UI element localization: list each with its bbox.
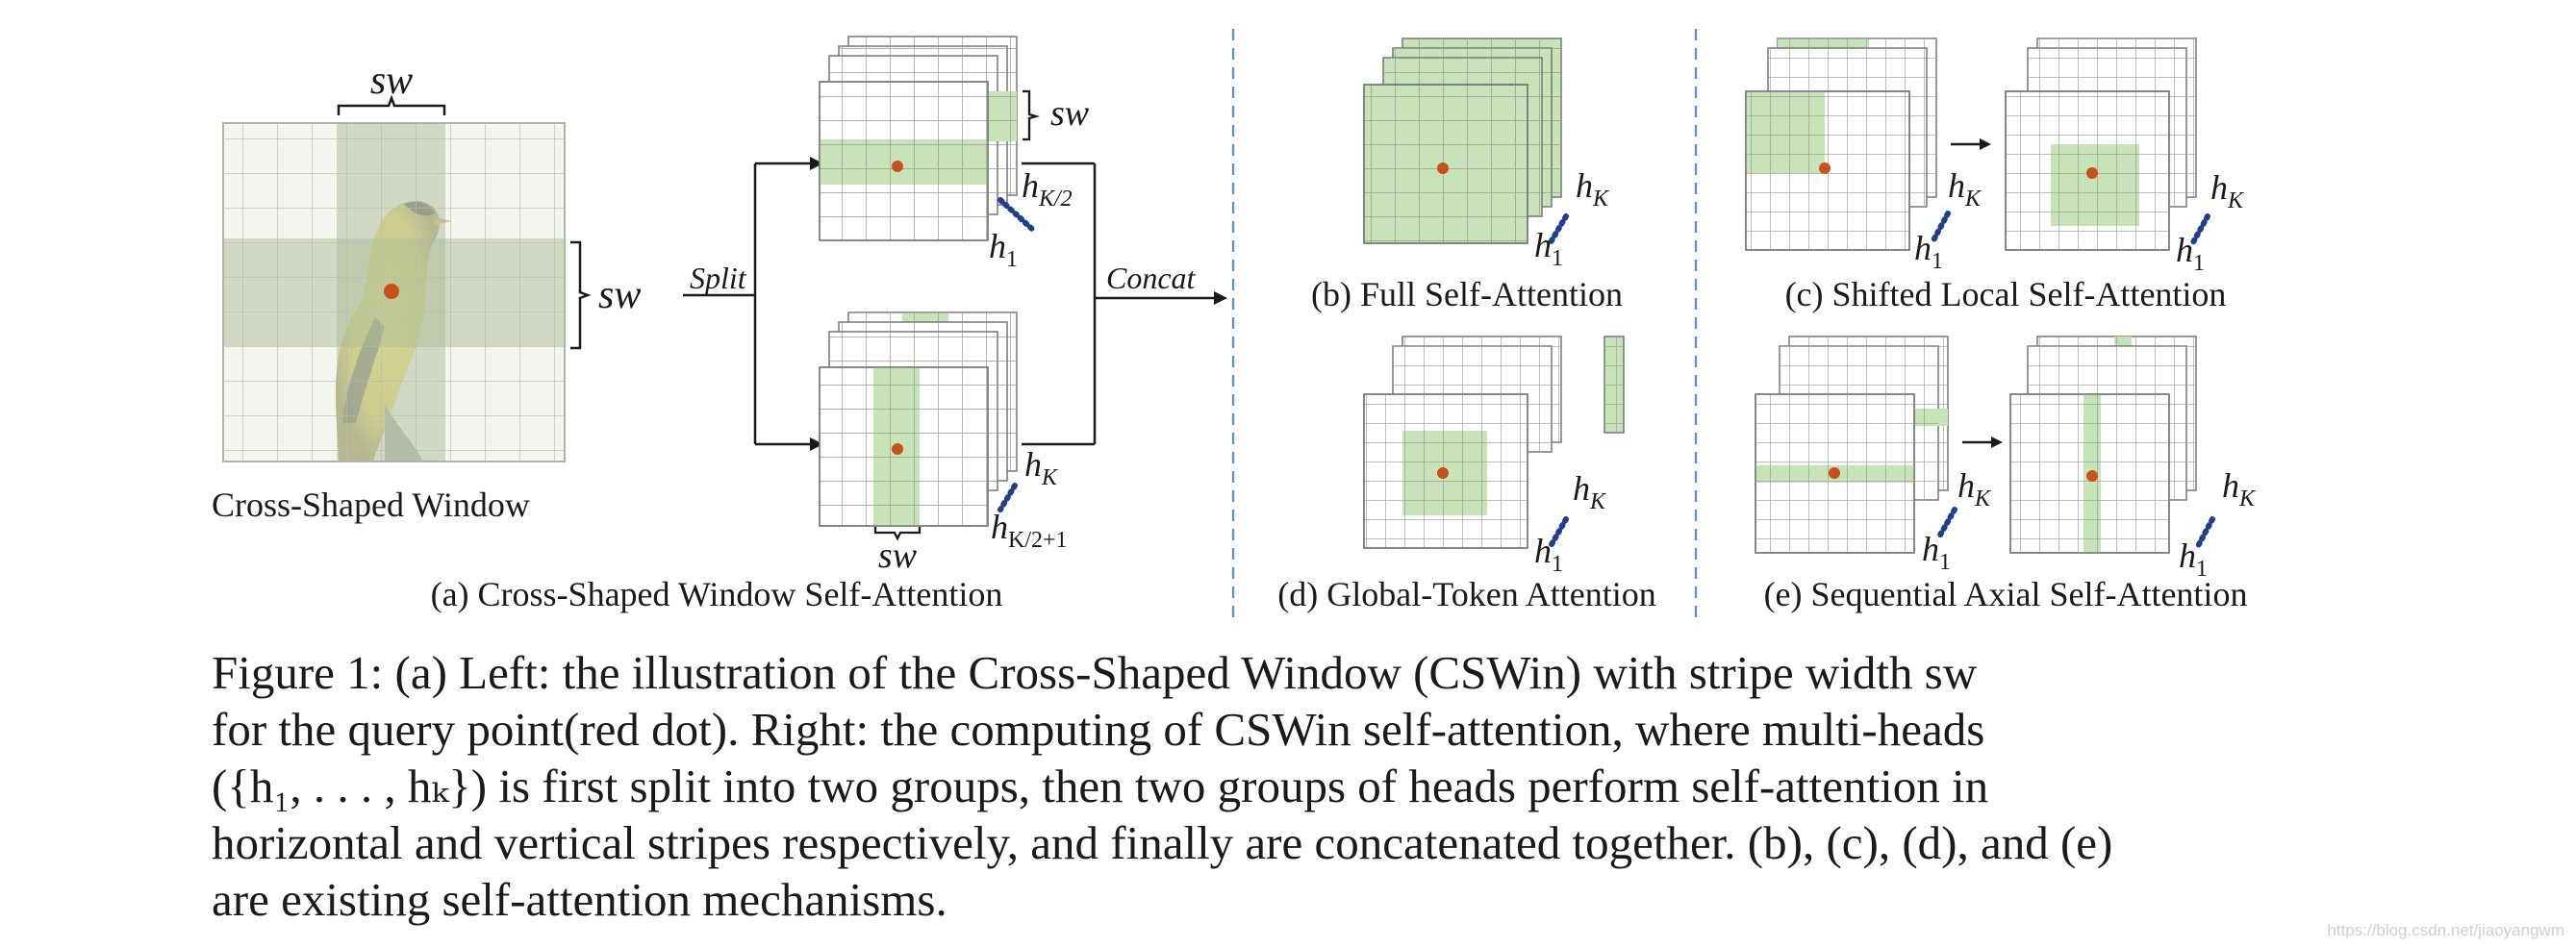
query-dot: [892, 443, 903, 455]
head-k-label-b: hK: [1576, 166, 1610, 212]
stack-horizontal: [819, 36, 1018, 241]
head-1-label-e2: h1: [2179, 536, 2208, 582]
cross-window-caption: Cross-Shaped Window: [212, 486, 530, 524]
caption-line: Figure 1: (a) Left: the illustration of …: [212, 646, 1978, 699]
query-dot: [1437, 467, 1449, 479]
sw-side-brace: sw: [570, 240, 641, 350]
head-k-label-e1: hK: [1957, 466, 1992, 511]
sw-right-label: sw: [1050, 93, 1090, 134]
concat-arrows: [1022, 162, 1227, 446]
panel-b-caption: (b) Full Self-Attention: [1311, 275, 1623, 313]
head-k-label-e2: hK: [2222, 466, 2257, 511]
concat-label: Concat: [1106, 261, 1197, 295]
sw-top-brace: sw: [337, 59, 446, 115]
query-dot: [1437, 162, 1449, 174]
sw-right-brace: sw: [1023, 89, 1090, 141]
head-1-label-c1: h1: [1914, 229, 1943, 274]
sw-bottom-brace: sw: [873, 527, 922, 576]
query-dot: [2086, 470, 2098, 482]
head-k-label-d: hK: [1573, 469, 1607, 514]
split-arrows: [683, 157, 823, 451]
figure-caption: Figure 1: (a) Left: the illustration of …: [212, 644, 2275, 928]
query-dot: [2086, 167, 2098, 179]
caption-line: horizontal and vertical stripes respecti…: [212, 816, 2113, 869]
caption-line: are existing self-attention mechanisms.: [212, 873, 947, 926]
head-dots-bottom: [998, 483, 1018, 512]
head-1-label-b: h1: [1534, 226, 1563, 271]
watermark: https://blog.csdn.net/jiaoyangwm: [2327, 921, 2564, 939]
sw-side-label: sw: [598, 273, 641, 317]
panel-d-caption: (d) Global-Token Attention: [1277, 575, 1655, 613]
stack-vertical: [819, 312, 1018, 527]
panel-d-global: [1363, 336, 1625, 549]
cross-window-image: [222, 122, 566, 462]
query-dot: [1829, 467, 1840, 479]
head-k2-label: hK/2: [1022, 166, 1073, 212]
caption-line: ({h₁, . . . , hₖ}) is first split into t…: [212, 760, 1989, 812]
head-1-label-c2: h1: [2176, 231, 2205, 276]
panel-c-shifted: [1745, 37, 2210, 251]
head-1-label-e1: h1: [1922, 530, 1951, 575]
head-dots-top: [998, 197, 1037, 234]
panel-e-caption: (e) Sequential Axial Self-Attention: [1764, 575, 2248, 613]
query-dot: [892, 161, 903, 172]
head-1-label-d: h1: [1534, 532, 1563, 577]
panel-a-caption: (a) Cross-Shaped Window Self-Attention: [431, 575, 1003, 613]
panel-c-caption: (c) Shifted Local Self-Attention: [1785, 275, 2227, 313]
head-k-label-a: hK: [1024, 445, 1059, 490]
caption-line: for the query point(red dot). Right: the…: [212, 703, 1985, 756]
head-k-label-c2: hK: [2210, 168, 2245, 213]
query-dot: [1819, 162, 1831, 174]
sw-bottom-label: sw: [878, 536, 918, 576]
split-label: Split: [690, 261, 747, 295]
figure-illustration: sw sw Cross-Shaped Window Split sw: [212, 29, 2257, 620]
head-k-label-c1: hK: [1948, 166, 1983, 212]
query-dot: [384, 284, 399, 299]
panel-e-axial: [1755, 336, 2215, 554]
panel-b-full: [1363, 37, 1569, 245]
sw-top-label: sw: [370, 59, 413, 103]
head-k2plus-label: hK/2+1: [991, 508, 1068, 553]
head-1-label: h1: [989, 227, 1018, 272]
